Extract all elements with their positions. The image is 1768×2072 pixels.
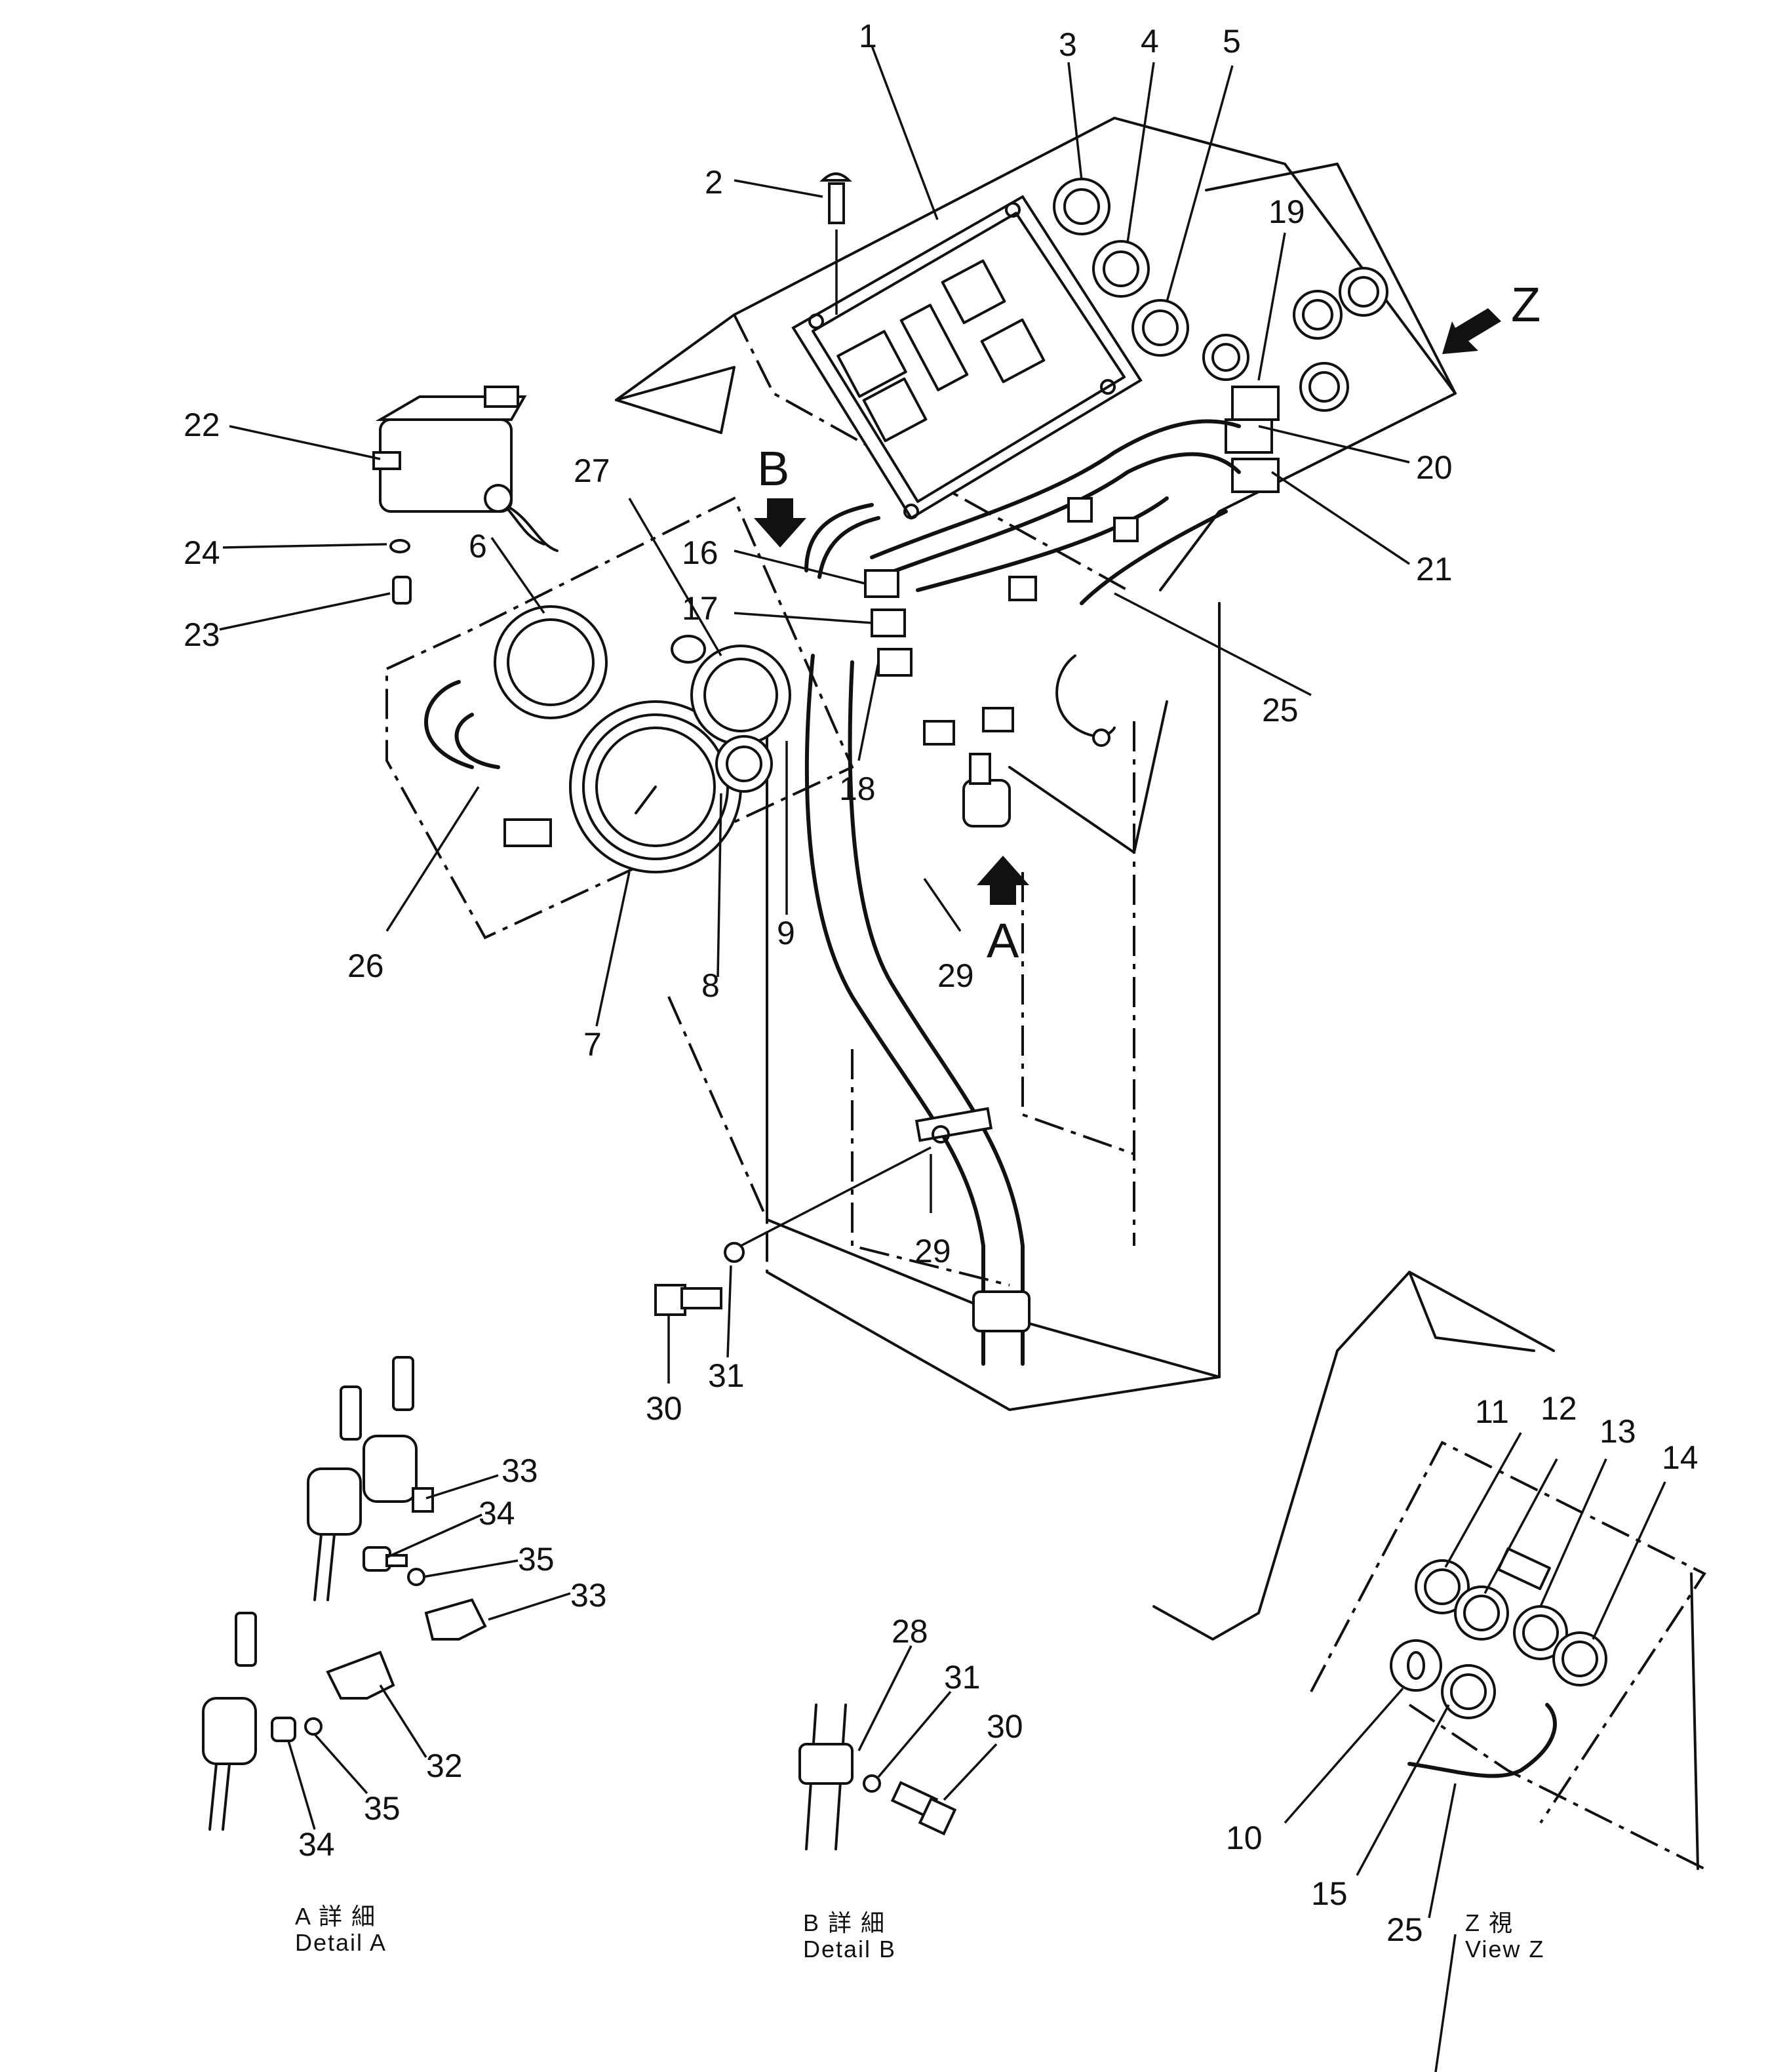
callout-labels: 1 2 3 4 5 6 7 8 9 10 11 12 13 14 15 16 1… bbox=[184, 18, 1699, 1948]
callout-2: 2 bbox=[705, 164, 723, 201]
callout-31-detail-b: 31 bbox=[944, 1659, 981, 1696]
caption-detail-a-jp: A 詳 細 bbox=[295, 1903, 376, 1930]
callout-30-main: 30 bbox=[646, 1390, 682, 1427]
dashboard-panel bbox=[385, 117, 1457, 1411]
callout-18: 18 bbox=[839, 770, 876, 807]
callout-14: 14 bbox=[1662, 1439, 1699, 1476]
wiring-harness bbox=[804, 419, 1241, 1366]
callout-35-lower: 35 bbox=[364, 1790, 401, 1827]
caption-detail-a-en: Detail A bbox=[295, 1929, 387, 1956]
callout-35-upper: 35 bbox=[518, 1541, 555, 1578]
callout-15: 15 bbox=[1311, 1875, 1348, 1912]
callout-22: 22 bbox=[184, 407, 220, 443]
detail-b-illustration bbox=[798, 1645, 998, 1850]
callout-33-lower: 33 bbox=[570, 1577, 607, 1614]
callout-5: 5 bbox=[1223, 23, 1241, 60]
callout-4: 4 bbox=[1141, 23, 1159, 60]
callout-31-main: 31 bbox=[708, 1357, 745, 1394]
callout-7: 7 bbox=[583, 1026, 602, 1063]
callout-29-upper: 29 bbox=[937, 957, 974, 994]
callout-23: 23 bbox=[184, 616, 220, 653]
relay-box-22 bbox=[372, 386, 559, 552]
callout-9: 9 bbox=[777, 915, 795, 951]
callout-25-main: 25 bbox=[1262, 692, 1299, 728]
bolt-30-washer-31 bbox=[654, 1146, 932, 1316]
callout-3: 3 bbox=[1059, 26, 1077, 63]
callout-19: 19 bbox=[1268, 193, 1305, 230]
detail-captions: A 詳 細 Detail A B 詳 細 Detail B Z 視 View Z bbox=[295, 1903, 1544, 1962]
leader-lines bbox=[219, 45, 1410, 1384]
callout-12: 12 bbox=[1541, 1390, 1577, 1427]
view-marker-b: B bbox=[757, 441, 789, 496]
callout-8: 8 bbox=[701, 967, 720, 1004]
callout-26: 26 bbox=[347, 947, 384, 984]
callout-28: 28 bbox=[892, 1613, 928, 1650]
callout-17: 17 bbox=[682, 590, 718, 627]
callout-29-lower: 29 bbox=[914, 1233, 951, 1269]
indicator-lamps-3-4-5 bbox=[1053, 178, 1189, 357]
screw-2 bbox=[819, 172, 852, 315]
callout-1: 1 bbox=[859, 18, 877, 54]
callout-20: 20 bbox=[1416, 449, 1453, 486]
callout-24: 24 bbox=[184, 534, 220, 571]
arrow-b bbox=[754, 498, 806, 548]
callout-16: 16 bbox=[682, 534, 718, 571]
callout-13: 13 bbox=[1600, 1413, 1636, 1450]
caption-view-z-en: View Z bbox=[1465, 1936, 1544, 1962]
view-marker-a: A bbox=[987, 913, 1019, 968]
view-markers: B A Z bbox=[757, 277, 1541, 968]
view-z-illustration bbox=[1152, 1271, 1706, 2072]
callout-33-upper: 33 bbox=[501, 1452, 538, 1489]
left-gauges bbox=[424, 605, 791, 873]
caption-detail-b-en: Detail B bbox=[803, 1936, 896, 1962]
callout-25-view-z: 25 bbox=[1386, 1911, 1423, 1948]
fasteners-23-24 bbox=[389, 539, 412, 605]
arrow-z bbox=[1442, 308, 1501, 354]
instrument-cluster bbox=[791, 195, 1143, 520]
caption-detail-b-jp: B 詳 細 bbox=[803, 1909, 886, 1936]
detail-a-illustration bbox=[202, 1356, 571, 1831]
arrow-a bbox=[977, 856, 1029, 905]
callout-21: 21 bbox=[1416, 551, 1453, 588]
view-marker-z: Z bbox=[1511, 277, 1541, 332]
callout-11: 11 bbox=[1475, 1393, 1509, 1430]
callout-30-detail-b: 30 bbox=[987, 1708, 1023, 1745]
right-lamps-and-switches bbox=[1202, 267, 1388, 493]
callout-34-lower: 34 bbox=[298, 1826, 335, 1863]
callout-27: 27 bbox=[574, 452, 610, 489]
callout-32: 32 bbox=[426, 1747, 463, 1784]
callout-6: 6 bbox=[469, 528, 487, 565]
caption-view-z-jp: Z 視 bbox=[1465, 1909, 1514, 1936]
callout-10: 10 bbox=[1226, 1820, 1263, 1856]
callout-34-upper: 34 bbox=[479, 1495, 515, 1532]
